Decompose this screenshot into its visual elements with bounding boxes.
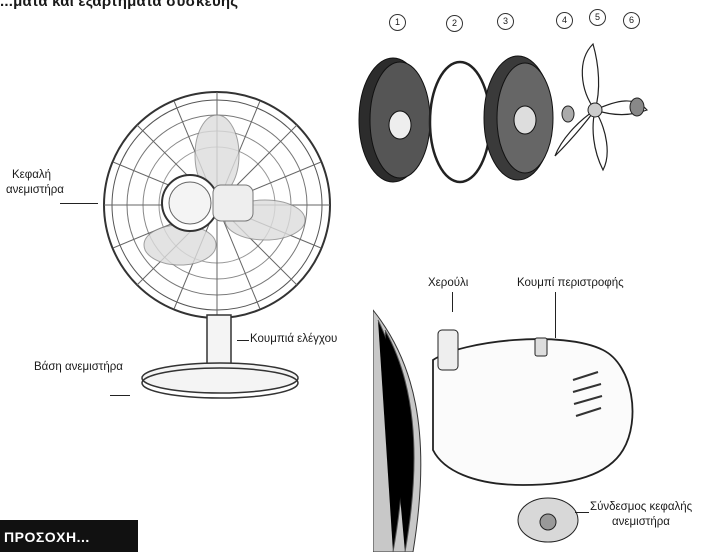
fan-base-label: Βάση ανεμιστήρα	[34, 360, 123, 375]
part-number-1: 1	[389, 14, 406, 31]
part-number-6: 6	[623, 12, 640, 29]
head-connection-label-line1: Σύνδεσμος κεφαλής	[590, 500, 692, 515]
warning-badge: ΠΡΟΣΟΧΗ...	[0, 520, 138, 552]
rotation-knob-leader	[555, 292, 556, 338]
desk-fan-illustration	[95, 85, 345, 405]
part-number-3: 3	[497, 13, 514, 30]
head-connection-leader	[575, 512, 589, 513]
fan-base-leader	[110, 395, 130, 396]
fan-head-label-line1: Κεφαλή	[12, 168, 51, 183]
part-number-2: 2	[446, 15, 463, 32]
fan-head-leader	[60, 203, 98, 204]
fan-head-label-line2: ανεμιστήρα	[6, 183, 64, 198]
part-number-4: 4	[556, 12, 573, 29]
exploded-view-illustration	[355, 30, 655, 200]
part-number-5: 5	[589, 9, 606, 26]
page-heading: ...ματα και εξαρτήματα συσκευής	[0, 0, 238, 10]
control-buttons-label: Κουμπιά ελέγχου	[250, 332, 337, 347]
handle-label: Χερούλι	[428, 276, 468, 291]
handle-leader	[452, 292, 453, 312]
rotation-knob-label: Κουμπί περιστροφής	[517, 276, 624, 291]
control-buttons-leader	[237, 340, 249, 341]
head-connection-label-line2: ανεμιστήρα	[612, 515, 670, 530]
